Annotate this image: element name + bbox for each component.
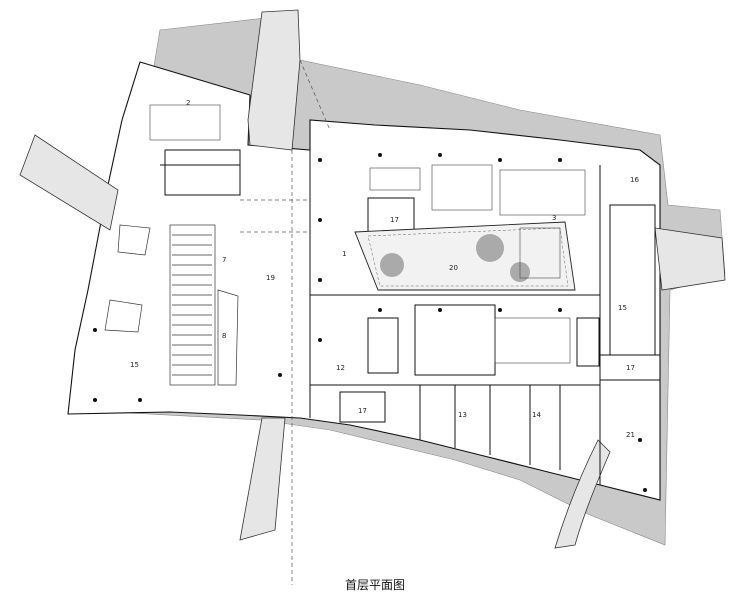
column — [638, 438, 642, 442]
tree-cluster — [380, 253, 404, 277]
column — [138, 398, 142, 402]
table-block — [519, 227, 561, 279]
room-label: 20 — [449, 264, 458, 272]
entrance-ramp — [554, 439, 611, 549]
column — [318, 218, 322, 222]
room-label: 15 — [130, 361, 139, 369]
room-label: 1 — [342, 250, 346, 258]
room-label: 13 — [458, 411, 467, 419]
walkway-west — [19, 134, 119, 231]
stage — [217, 289, 239, 386]
building-footprint — [67, 61, 661, 501]
axis-line — [299, 59, 331, 131]
interior-walls — [160, 149, 660, 485]
column — [378, 153, 382, 157]
column — [318, 278, 322, 282]
tree-cluster — [476, 234, 504, 262]
column — [93, 398, 97, 402]
courtyard — [354, 221, 576, 291]
room-label: 17 — [390, 216, 399, 224]
room-label: 7 — [222, 256, 226, 264]
room-label: 19 — [266, 274, 275, 282]
reading-room-shelves — [149, 104, 586, 364]
shelf-block — [494, 317, 571, 364]
axis-lines — [240, 59, 331, 585]
plan-caption: 首层平面图 — [344, 578, 405, 592]
shelf-block-north-west — [149, 104, 221, 141]
walkway-south — [239, 417, 286, 541]
column — [93, 328, 97, 332]
east-wing — [609, 204, 656, 356]
outer-wall — [67, 61, 661, 501]
stair-core-1 — [367, 317, 399, 374]
courtyard-inner-line — [367, 227, 569, 287]
column — [278, 373, 282, 377]
room-label: 14 — [532, 411, 541, 419]
box-west-1 — [117, 224, 151, 256]
room-label: 8 — [222, 332, 226, 340]
shelf-block — [431, 164, 493, 211]
room-label: 21 — [626, 431, 635, 439]
room-label: 17 — [626, 364, 635, 372]
auditorium-outline — [169, 224, 216, 386]
room-label: 16 — [630, 176, 639, 184]
room-17-south — [339, 391, 386, 423]
column — [498, 158, 502, 162]
column — [558, 308, 562, 312]
core-west — [164, 149, 241, 196]
column — [318, 338, 322, 342]
walkways — [19, 9, 726, 549]
walkway-east — [654, 227, 726, 291]
room-labels: 1 2 3 7 8 12 13 14 15 15 16 17 17 17 19 … — [130, 99, 639, 439]
column — [378, 308, 382, 312]
room-label: 3 — [552, 214, 556, 222]
columns — [93, 153, 647, 492]
room-label: 12 — [336, 364, 345, 372]
room-label: 2 — [186, 99, 190, 107]
column — [558, 158, 562, 162]
column — [438, 153, 442, 157]
stair-core-2 — [576, 317, 600, 367]
box-west-2 — [104, 299, 143, 333]
column — [318, 158, 322, 162]
shelf-block — [369, 167, 421, 191]
column — [498, 308, 502, 312]
column — [643, 488, 647, 492]
shelf-block — [499, 169, 586, 216]
room-label: 15 — [618, 304, 627, 312]
column — [438, 308, 442, 312]
room-label: 17 — [358, 407, 367, 415]
auditorium — [104, 224, 239, 386]
